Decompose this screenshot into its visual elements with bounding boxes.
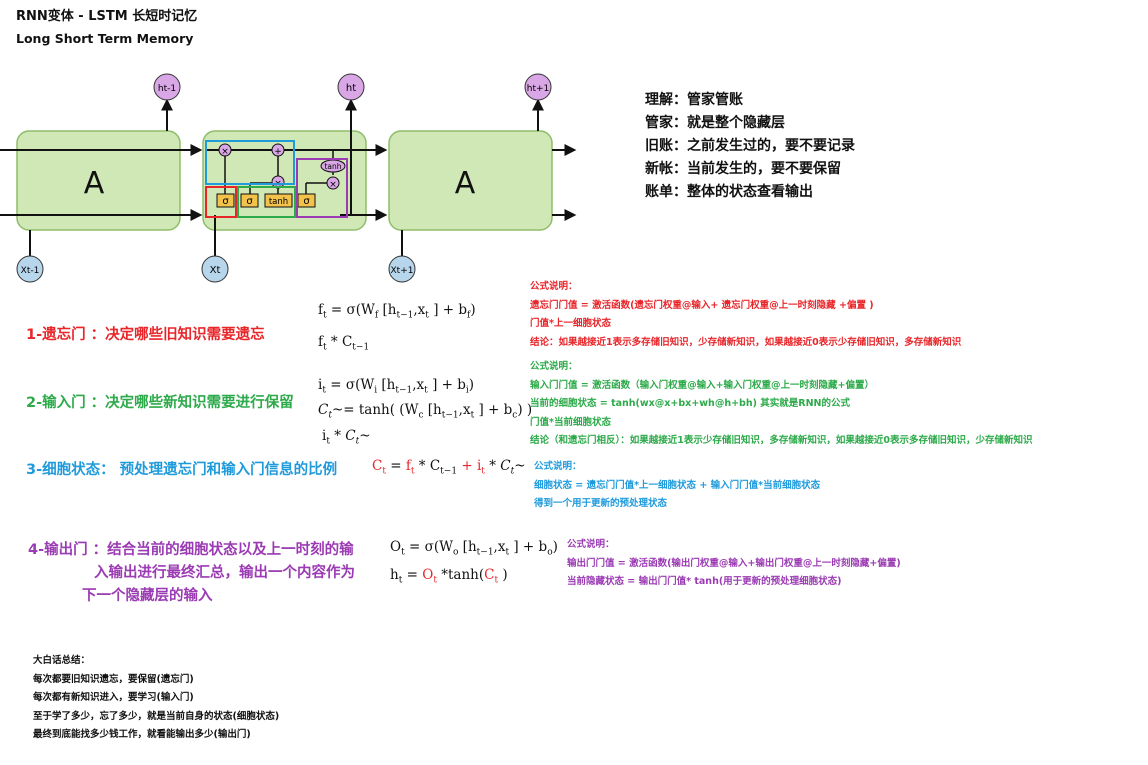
input-tanh-box [264,193,293,208]
page-subtitle: Long Short Term Memory [16,31,194,46]
h-cur-node: ht [337,73,365,101]
note-input-line: 当前的细胞状态 = tanh(wx@x+bx+wh@h+bh) 其实就是RNN的… [530,398,850,409]
step-output-line: 4-输出门 ：结合当前的细胞状态以及上一时刻的输 [28,542,354,558]
input-tanh-label: tanh [269,197,288,207]
cell-state-highlight [205,140,295,185]
input-sigma-box [240,193,259,208]
note-input: 公式说明： 输入门门值 = 激活函数（输入门权重@输入+输入门权重@上一时刻隐藏… [530,358,1032,451]
note-output-line: 当前隐藏状态 = 输出门门值* tanh(用于更新的预处理细胞状态) [567,576,842,587]
formula-forget: ft = σ(Wf [ht−1,xt ] + bf) [318,302,476,321]
page-title: RNN变体 - LSTM 长短时记忆 [16,9,198,24]
note-cell: 公式说明： 细胞状态 = 遗忘门门值*上一细胞状态 + 输入门门值*当前细胞状态… [534,458,820,514]
explanation-line: 管家：就是整个隐藏层 [645,115,785,131]
svg-text:+: + [274,147,282,157]
note-input-line: 门值*当前细胞状态 [530,416,611,428]
summary-line: 最终到底能找多少钱工作，就看能输出多少(输出门) [33,729,251,740]
note-input-line: 公式说明： [530,361,578,372]
note-cell-line: 得到一个用于更新的预处理状态 [534,498,668,509]
formula-input-mul: it * Ct~ [322,428,371,447]
svg-text:ht: ht [346,83,356,94]
summary-heading: 大白话总结： [33,655,91,666]
summary-line: 每次都有新知识进入，要学习(输入门) [33,692,194,703]
cell-next-label: A [455,166,476,201]
output-gate-highlight [296,158,348,218]
x-prev-node: Xt-1 [16,255,44,283]
formula-hidden: ht = Ot *tanh(Ct ) [390,567,508,586]
formula-forget-mul: ft * Ct−1 [318,334,370,353]
note-output: 公式说明： 输出门门值 = 激活函数(输出门权重@输入+输出门权重@上一时刻隐藏… [567,536,901,592]
note-output-line: 输出门门值 = 激活函数(输出门权重@输入+输出门权重@上一时刻隐藏+偏置) [567,557,901,569]
svg-text:ht+1: ht+1 [527,84,550,94]
note-input-line: 结论（和遗忘门相反）：如果越接近1表示少存储旧知识，多存储新知识，如果越接近0表… [530,435,1033,446]
step-output-gate: 4-输出门 ：结合当前的细胞状态以及上一时刻的输 入输出进行最终汇总，输出一个内… [28,539,355,608]
svg-text:×: × [221,147,229,157]
h-next-node: ht+1 [524,73,552,101]
cell-prev-label: A [84,166,105,201]
step-output-line: 入输出进行最终汇总，输出一个内容作为 [94,565,355,581]
forget-sigma-label: σ [222,196,229,207]
svg-text:Xt-1: Xt-1 [21,266,40,276]
input-gate-highlight [237,186,296,218]
summary-block: 大白话总结： 每次都要旧知识遗忘，要保留(遗忘门) 每次都有新知识进入，要学习(… [33,652,279,745]
step-output-line: 下一个隐藏层的输入 [82,588,213,604]
x-cur-node: Xt [201,255,229,283]
note-forget-line: 门值*上一细胞状态 [530,318,611,329]
svg-text:Xt+1: Xt+1 [391,266,414,276]
explanation-list: 理解：管家管账 管家：就是整个隐藏层 旧账：之前发生过的，要不要记录 新帐：当前… [645,89,855,204]
forget-sigma-box [216,193,235,208]
svg-text:Xt: Xt [210,265,221,276]
note-cell-line: 公式说明： [534,461,582,472]
output-sigma-label: σ [303,196,310,207]
note-forget-line: 结论：如果越接近1表示多存储旧知识，少存储新知识，如果越接近0表示少存储旧知识，… [530,336,962,348]
add-op [271,143,285,157]
explanation-line: 理解：管家管账 [645,92,743,108]
output-tanh-label: tanh [324,162,341,171]
note-forget-line: 遗忘门门值 = 激活函数(遗忘门权重@输入+ 遗忘门权重@上一时刻隐藏 +偏置 … [530,299,874,311]
explanation-line: 账单：整体的状态查看输出 [645,184,813,200]
formula-output: Ot = σ(Wo [ht−1,xt ] + bo) [390,539,558,558]
note-cell-line: 细胞状态 = 遗忘门门值*上一细胞状态 + 输入门门值*当前细胞状态 [534,479,821,491]
formula-candidate: Ct~= tanh( (Wc [ht−1,xt ] + bc) ) [318,402,533,421]
cell-next: A [388,130,553,231]
formula-input: it = σ(Wi [ht−1,xt ] + bi) [318,377,475,396]
note-forget-line: 公式说明： [530,281,578,292]
step-input-gate: 2-输入门 ：决定哪些新知识需要进行保留 [26,395,294,411]
note-output-line: 公式说明： [567,539,615,550]
formula-cell: Ct = ft * Ct−1 + it * Ct~ [372,458,526,477]
forget-multiply-op [218,143,232,157]
forget-gate-highlight [205,186,237,218]
x-next-node: Xt+1 [388,255,416,283]
explanation-line: 旧账：之前发生过的，要不要记录 [645,138,855,154]
note-input-line: 输入门门值 = 激活函数（输入门权重@输入+输入门权重@上一时刻隐藏+偏置） [530,379,874,391]
note-forget: 公式说明： 遗忘门门值 = 激活函数(遗忘门权重@输入+ 遗忘门权重@上一时刻隐… [530,278,961,352]
h-prev-node: ht-1 [153,73,181,101]
step-forget-gate: 1-遗忘门 ：决定哪些旧知识需要遗忘 [26,327,265,343]
summary-line: 至于学了多少，忘了多少，就是当前自身的状态(细胞状态) [33,710,280,722]
lstm-diagram: A A σ σ tanh σ × + × × tanh [0,73,577,283]
svg-text:×: × [329,180,337,190]
output-multiply-op [326,176,340,190]
step-cell-state: 3-细胞状态： 预处理遗忘门和输入门信息的比例 [26,462,338,478]
explanation-line: 新帐：当前发生的，要不要保留 [645,161,841,177]
cell-prev: A [16,130,181,231]
input-sigma-label: σ [246,196,253,207]
svg-text:ht-1: ht-1 [158,84,176,94]
summary-line: 每次都要旧知识遗忘，要保留(遗忘门) [33,673,194,685]
